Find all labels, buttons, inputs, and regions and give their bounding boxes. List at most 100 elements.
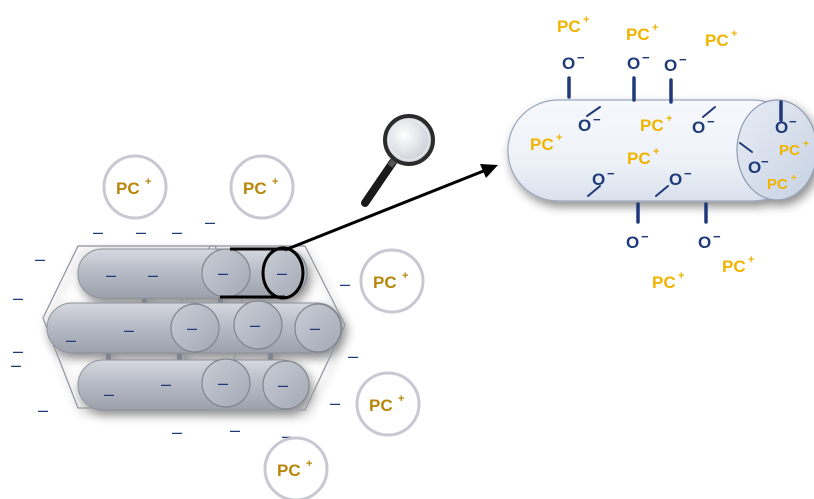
cation-label: PC+ [530,132,562,154]
svg-text:+: + [652,22,658,34]
svg-text:PC: PC [373,273,397,292]
oxygen-anion: O− [748,154,769,177]
svg-text:PC: PC [369,396,393,415]
svg-text:+: + [803,139,809,150]
charge-minus: – [93,222,103,242]
rod-row-2 [46,300,343,354]
svg-text:−: − [641,229,649,244]
charge-minus: – [277,263,287,283]
svg-text:PC: PC [530,135,554,154]
svg-text:O: O [626,233,639,252]
rod-row-3 [77,358,310,411]
svg-text:+: + [748,254,754,266]
svg-text:+: + [556,132,562,144]
surface-charges: – – – – – – – – – – – – – – – – – – – – … [11,212,358,446]
svg-text:−: − [679,52,687,67]
cation-label: PC+ [557,14,589,36]
oxygen-anion: O− [698,229,721,252]
svg-text:O: O [664,56,677,75]
charge-minus: – [278,375,288,395]
svg-text:O: O [627,54,640,73]
svg-text:PC: PC [705,31,729,50]
charge-minus: – [348,346,358,366]
oxygen-anion: O− [562,50,585,73]
charge-minus: – [161,374,171,394]
charge-minus: – [172,222,182,242]
surface-cations: PC+ PC+ PC+ PC+ PC+ PC+ PC+ PC+ PC+ PC+ [530,14,809,292]
svg-text:O: O [775,118,788,137]
cation-circle: PC + [263,436,329,499]
svg-text:O: O [578,116,591,135]
charge-minus: – [218,263,228,283]
charge-minus: – [148,265,158,285]
rod-bundle [42,245,346,411]
rod-connector [268,350,273,360]
svg-text:PC: PC [627,149,651,168]
magnifier-icon [361,114,435,207]
svg-text:+: + [678,270,684,282]
cation-label: PC+ [652,270,684,292]
svg-text:O: O [748,158,761,177]
charge-minus: – [66,330,76,350]
rod-connector [142,296,147,305]
svg-text:−: − [577,50,585,65]
svg-text:−: − [789,114,797,129]
charge-minus: – [250,315,260,335]
charge-minus: – [104,384,114,404]
svg-text:+: + [653,146,659,158]
charge-minus: – [218,373,228,393]
zoom-arrow [284,164,498,252]
oxygen-anion: O− [775,114,797,137]
cation-label: PC+ [767,173,797,193]
selected-rod-outline [220,246,305,300]
cation-label: PC+ [722,254,754,276]
cation-circle: PC + [102,154,168,220]
svg-text:O: O [698,233,711,252]
svg-text:PC: PC [626,25,650,44]
charge-minus: – [13,341,23,361]
svg-text:+: + [666,113,672,125]
cation-label: PC+ [705,28,737,50]
charge-minus: – [187,318,197,338]
oxygen-anion: O− [664,52,687,75]
svg-text:−: − [642,50,650,65]
svg-text:+: + [791,173,797,184]
charge-minus: – [106,265,116,285]
rod-connector [106,350,111,360]
svg-text:PC: PC [767,176,788,193]
svg-text:−: − [761,154,769,169]
cation-label: PC+ [779,139,809,159]
rod-connector [218,296,223,305]
charge-minus: – [35,249,45,269]
svg-text:+: + [306,458,312,470]
charge-minus: – [11,355,21,375]
svg-text:−: − [607,166,615,181]
cation-label: PC+ [626,22,658,44]
svg-text:+: + [145,176,151,188]
charge-minus: – [205,212,215,232]
oxygen-anion: O− [692,114,715,137]
charge-minus: – [136,222,146,242]
svg-text:PC: PC [277,461,301,480]
charge-minus: – [38,400,48,420]
svg-text:PC: PC [640,116,664,135]
svg-text:PC: PC [557,17,581,36]
svg-text:O: O [692,118,705,137]
oxygen-bonds [567,76,783,224]
svg-text:+: + [402,270,408,282]
svg-text:PC: PC [116,179,140,198]
svg-text:−: − [713,229,721,244]
cation-circle: PC + [229,154,295,220]
cation-circle: PC + [355,371,421,437]
charge-minus: – [124,320,134,340]
svg-text:PC: PC [779,142,800,159]
charge-minus: – [330,393,340,413]
svg-text:−: − [593,112,601,127]
svg-text:PC: PC [652,273,676,292]
charge-minus: – [230,420,240,440]
svg-text:−: − [684,166,692,181]
bulk-cations: PC + PC + PC + PC + PC + [102,154,425,499]
oxygen-anion: O− [626,229,649,252]
